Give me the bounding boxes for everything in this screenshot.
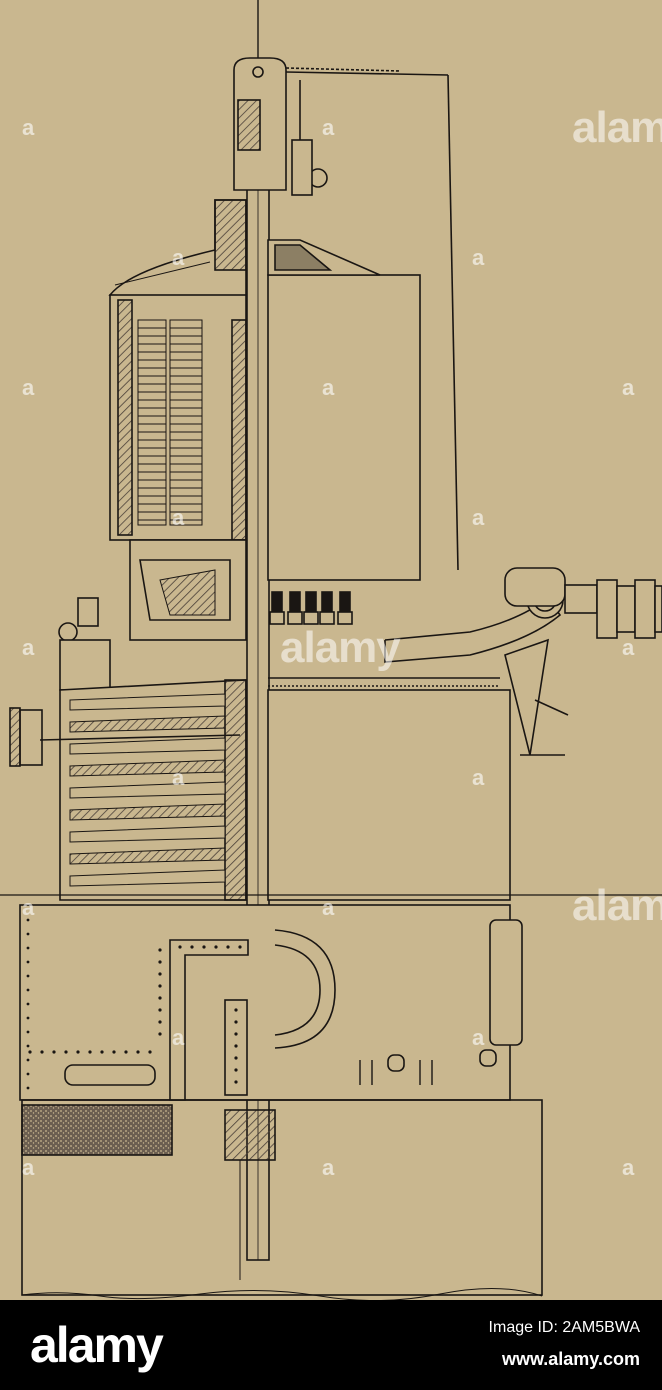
site-url-label: www.alamy.com	[501, 1349, 640, 1369]
watermark-mark: a	[22, 895, 35, 920]
watermark-mark: a	[22, 115, 35, 140]
alamy-logo: alamy	[30, 1317, 164, 1373]
watermark-mark: a	[622, 635, 635, 660]
watermark-mark: a	[622, 1155, 635, 1180]
turbine-blade-stages	[69, 693, 226, 887]
watermark-mark: a	[322, 1155, 335, 1180]
watermark-mark: a	[172, 505, 185, 530]
watermark-mark: a	[472, 1025, 485, 1050]
watermark-mark: a	[22, 375, 35, 400]
steam-inlet-pipe	[384, 596, 562, 663]
watermark-mark: a	[322, 895, 335, 920]
steam-valves	[269, 591, 353, 625]
stator-windings	[137, 319, 203, 526]
watermark-footer-bar: alamy Image ID: 2AM5BWA www.alamy.com	[0, 1300, 662, 1390]
watermark-word-3: alamy	[280, 623, 401, 672]
watermark-mark: a	[22, 1155, 35, 1180]
image-id-label: Image ID: 2AM5BWA	[488, 1319, 640, 1336]
watermark-mark: a	[322, 375, 335, 400]
watermark-mark: a	[22, 635, 35, 660]
watermark-mark: a	[472, 245, 485, 270]
watermark-mark: a	[172, 765, 185, 790]
watermark-word-1: alamy	[572, 103, 662, 152]
watermark-mark: a	[172, 1025, 185, 1050]
foundation-base	[19, 904, 511, 1101]
side-governor	[58, 597, 111, 691]
machine-drawing	[0, 0, 662, 1300]
watermark-mark: a	[472, 505, 485, 530]
watermark-mark: a	[622, 375, 635, 400]
watermark-mark: a	[172, 245, 185, 270]
watermark-word-2: alamy	[572, 881, 662, 930]
inlet-coupling	[596, 579, 662, 639]
generator-housing	[267, 274, 421, 581]
watermark-mark: a	[322, 115, 335, 140]
watermark-mark: a	[472, 765, 485, 790]
turbine-cross-section-illustration: alamy alamy alamy a a a a a a a a a a a …	[0, 0, 662, 1300]
watermark-layer: alamy alamy alamy a a a a a a a a a a a …	[22, 103, 662, 1180]
